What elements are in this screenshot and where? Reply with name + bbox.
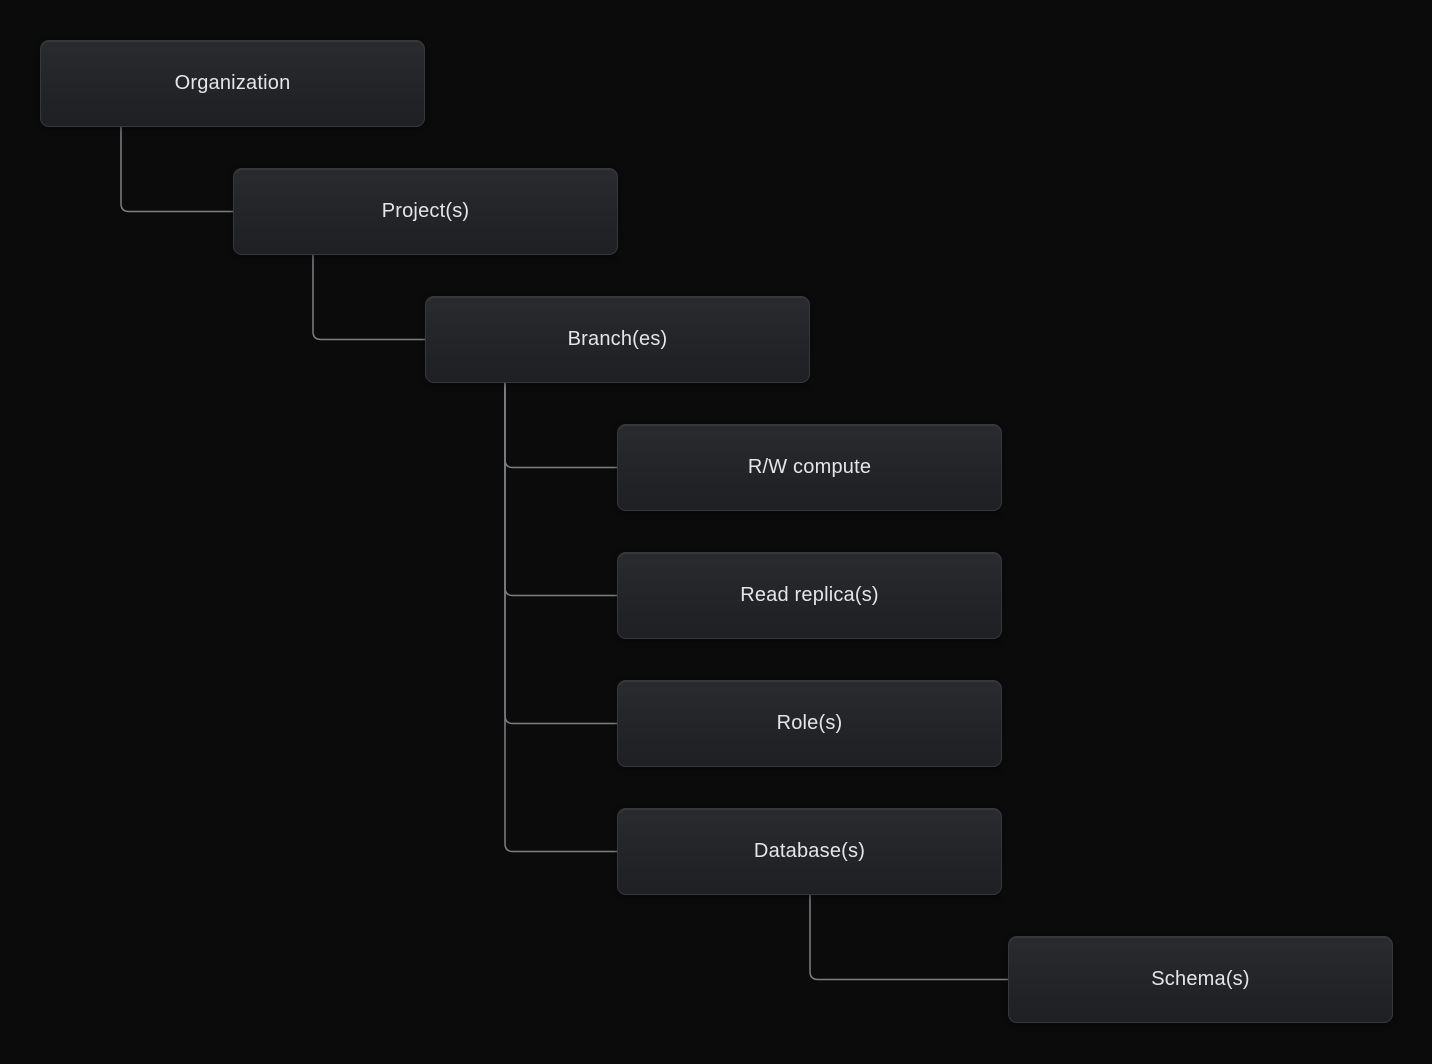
connector-line	[504, 383, 617, 469]
connector-line	[809, 895, 1008, 981]
tree-node-read-replicas: Read replica(s)	[617, 552, 1002, 639]
tree-node-branches: Branch(es)	[425, 296, 810, 383]
tree-node-label: Schema(s)	[1151, 968, 1250, 990]
tree-node-schemas: Schema(s)	[1008, 936, 1393, 1023]
tree-node-label: Role(s)	[776, 712, 843, 734]
tree-node-label: R/W compute	[747, 456, 872, 478]
tree-node-projects: Project(s)	[233, 168, 618, 255]
tree-node-label: Branch(es)	[567, 328, 668, 350]
tree-node-label: Read replica(s)	[740, 584, 879, 606]
connector-line	[312, 255, 425, 341]
tree-node-label: Project(s)	[381, 200, 470, 222]
tree-node-roles: Role(s)	[617, 680, 1002, 767]
tree-node-label: Database(s)	[753, 840, 866, 862]
connector-line	[504, 383, 617, 853]
tree-node-rw-compute: R/W compute	[617, 424, 1002, 511]
connector-line	[120, 127, 233, 213]
connector-line	[504, 383, 617, 725]
tree-node-organization: Organization	[40, 40, 425, 127]
connector-line	[504, 383, 617, 597]
tree-node-databases: Database(s)	[617, 808, 1002, 895]
tree-node-label: Organization	[174, 72, 291, 94]
